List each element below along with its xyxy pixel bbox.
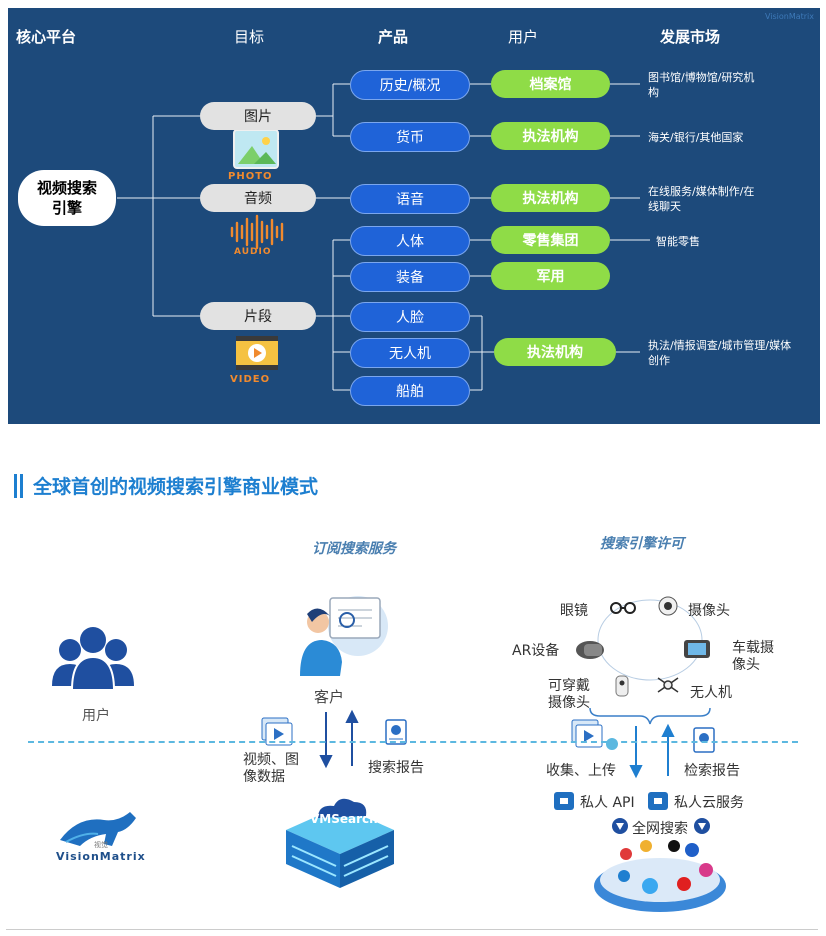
header-market: 发展市场	[660, 28, 721, 46]
retrieve-report-label: 检索报告	[684, 763, 740, 779]
upload-video-icon	[571, 719, 618, 750]
video-icon	[236, 336, 278, 370]
core-engine: 视频搜索 引擎	[18, 170, 116, 226]
video-label: VIDEO	[230, 374, 271, 385]
target-image: 图片	[200, 102, 316, 130]
product-history: 历史/概况	[350, 70, 470, 100]
user-law-enforcement-1: 执法机构	[491, 122, 610, 150]
vmsearch-server-icon	[286, 798, 394, 888]
device-camera: 摄像头	[688, 603, 730, 619]
drone-icon	[657, 677, 679, 693]
social-network-platform-icon	[594, 840, 726, 912]
business-model-graphics	[52, 596, 726, 912]
ecosystem-diagram: VisionMatrix 核心平台 目标 产品 用户 发展市场 视频搜索 引擎 …	[8, 8, 820, 424]
report-icon	[385, 719, 407, 745]
users-group-icon	[52, 627, 134, 691]
user-military: 军用	[491, 262, 610, 290]
section-title: 全球首创的视频搜索引擎商业模式	[14, 472, 318, 499]
product-face: 人脸	[350, 302, 470, 332]
photo-label: PHOTO	[228, 171, 273, 182]
user-law-enforcement-3: 执法机构	[494, 338, 616, 366]
vmsearch-label: VMSearch	[310, 812, 378, 826]
target-audio: 音频	[200, 184, 316, 212]
user-law-enforcement-2: 执法机构	[491, 184, 610, 212]
private-api-label: 私人 API	[580, 795, 635, 811]
collect-upload-label: 收集、上传	[546, 763, 616, 779]
user-archives: 档案馆	[491, 70, 610, 98]
private-api-lock-icon	[554, 792, 574, 810]
private-cloud-lock-icon	[648, 792, 668, 810]
brand-name: VisionMatrix	[56, 850, 146, 863]
video-file-icon	[261, 717, 293, 746]
header-platform: 核心平台	[16, 28, 77, 46]
car-camera-icon	[684, 640, 710, 658]
market-smart-retail: 智能零售	[656, 235, 700, 248]
users-label: 用户	[82, 708, 110, 724]
bottom-divider	[6, 929, 818, 930]
user-retail: 零售集团	[491, 226, 610, 254]
customer-illustration	[300, 596, 388, 676]
device-glasses: 眼镜	[560, 603, 588, 619]
product-equipment: 装备	[350, 262, 470, 292]
market-online: 在线服务/媒体制作/在 线聊天	[648, 185, 755, 213]
connector-lines	[117, 83, 650, 391]
audio-label: AUDIO	[234, 247, 272, 257]
product-drone: 无人机	[350, 338, 470, 368]
header-user: 用户	[508, 28, 539, 46]
product-voice: 语音	[350, 184, 470, 214]
device-ar: AR设备	[512, 643, 560, 659]
video-data-label: 视频、图 像数据	[243, 752, 299, 785]
market-customs: 海关/银行/其他国家	[648, 131, 744, 144]
visionmatrix-logo-icon	[60, 812, 136, 846]
market-law-intel: 执法/情报调查/城市管理/媒体 创作	[648, 339, 792, 367]
retrieve-report-icon	[693, 727, 715, 753]
web-search-label: 全网搜索	[632, 821, 688, 837]
license-heading: 搜索引擎许可	[600, 536, 684, 552]
search-report-label: 搜索报告	[368, 760, 424, 776]
brand-small: 视觉	[94, 841, 108, 849]
private-cloud-label: 私人云服务	[674, 795, 744, 811]
audio-wave-icon	[230, 214, 284, 250]
header-product: 产品	[378, 28, 409, 46]
customer-label: 客户	[314, 688, 345, 706]
market-libraries: 图书馆/博物馆/研究机 构	[648, 71, 755, 99]
ar-headset-icon	[576, 641, 604, 659]
watermark: VisionMatrix	[764, 12, 814, 21]
divider-dashed	[28, 741, 798, 743]
device-car-camera: 车载摄 像头	[732, 640, 774, 673]
camera-icon	[658, 596, 678, 616]
product-currency: 货币	[350, 122, 470, 152]
wearable-camera-icon	[615, 675, 629, 697]
search-down-arrow-icon	[612, 818, 710, 834]
glasses-icon	[610, 602, 636, 614]
device-wearable: 可穿戴 摄像头	[548, 678, 590, 711]
device-drone: 无人机	[690, 685, 732, 701]
photo-icon	[233, 129, 279, 169]
target-clip: 片段	[200, 302, 316, 330]
product-body: 人体	[350, 226, 470, 256]
product-ship: 船舶	[350, 376, 470, 406]
header-target: 目标	[234, 28, 265, 46]
subscription-heading: 订阅搜索服务	[312, 541, 396, 557]
